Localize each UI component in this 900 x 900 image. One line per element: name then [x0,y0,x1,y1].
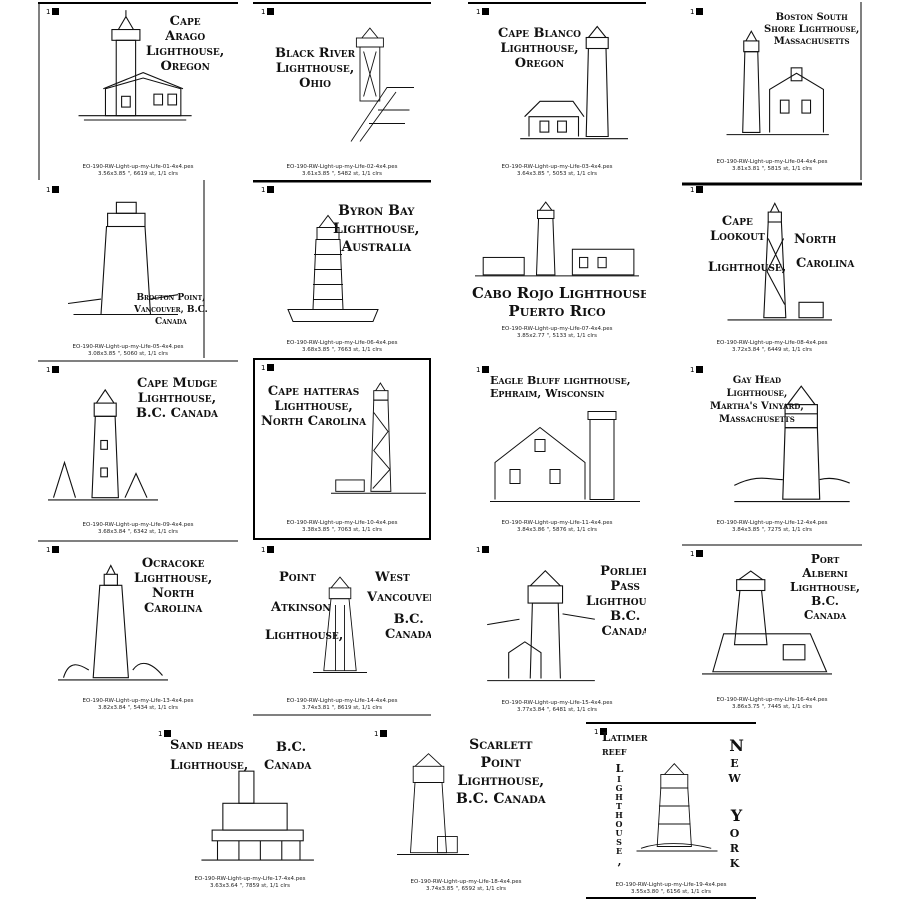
color-marker: 1 [690,186,704,194]
color-marker: 1 [690,366,704,374]
color-marker: 1 [261,364,275,372]
color-marker: 1 [374,730,388,738]
design-tile-05[interactable]: 1 Brocton Point,Vancouver, B.C.Canada EO… [38,180,218,358]
file-name: EO-190-RW-Light-up-my-Life-09-4x4.pes [82,522,194,528]
design-tile-07[interactable]: 1 Cabo Rojo Lighthouse,Puerto Rico EO-19… [468,180,646,358]
file-name: EO-190-RW-Light-up-my-Life-03-4x4.pes [501,164,613,170]
vertical-title: Lighthouse, [613,762,626,867]
design-tile-15[interactable]: 1 PorlierPassLighthouse,B.C.Canada EO-19… [468,540,646,718]
color-marker: 1 [261,546,275,554]
lighthouse-drawing [487,570,595,682]
lighthouse-drawing [726,30,829,136]
design-specs: 3.86x3.75 ", 7445 st, 1/1 clrs [731,704,813,710]
design-specs: 3.82x3.84 ", 5434 st, 1/1 clrs [97,705,179,711]
design-specs: 3.61x3.85 ", 5482 st, 1/1 clrs [301,171,383,177]
lighthouse-drawing [201,770,314,861]
lighthouse-drawing [287,214,379,322]
design-specs: 3.08x3.85 ", 5060 st, 1/1 clrs [87,351,169,357]
lighthouse-drawing [48,388,158,501]
lighthouse-drawing [350,27,414,142]
color-marker: 1 [690,550,704,558]
lighthouse-drawing [58,564,168,681]
lighthouse-drawing [520,25,628,140]
file-name: EO-190-RW-Light-up-my-Life-01-4x4.pes [82,164,194,170]
design-specs: 3.81x3.81 ", 5815 st, 1/1 clrs [731,166,813,172]
lighthouse-drawing [734,385,850,503]
color-marker: 1 [690,8,704,16]
file-name: EO-190-RW-Light-up-my-Life-11-4x4.pes [501,520,613,526]
color-marker: 1 [46,186,60,194]
design-specs: 3.56x3.85 ", 6619 st, 1/1 clrs [97,171,179,177]
design-specs: 3.84x3.85 ", 7275 st, 1/1 clrs [731,527,813,533]
color-marker: 1 [46,8,60,16]
design-specs: 3.64x3.85 ", 5053 st, 1/1 clrs [516,171,598,177]
color-marker: 1 [46,366,60,374]
file-name: EO-190-RW-Light-up-my-Life-02-4x4.pes [286,164,398,170]
color-marker: 1 [476,8,490,16]
design-specs: 3.68x3.84 ", 6342 st, 1/1 clrs [97,529,179,535]
design-tile-17[interactable]: 1 Sand heads B.C. Lighthouse, Canada EO-… [150,724,350,900]
lighthouse-drawing [331,382,426,494]
file-name: EO-190-RW-Light-up-my-Life-12-4x4.pes [716,520,828,526]
file-name: EO-190-RW-Light-up-my-Life-17-4x4.pes [194,876,306,882]
file-name: EO-190-RW-Light-up-my-Life-07-4x4.pes [501,326,613,332]
file-name: EO-190-RW-Light-up-my-Life-16-4x4.pes [716,697,828,703]
color-marker: 1 [261,186,275,194]
design-specs: 3.77x3.84 ", 6481 st, 1/1 clrs [516,707,598,713]
file-name: EO-190-RW-Light-up-my-Life-10-4x4.pes [286,520,398,526]
file-name: EO-190-RW-Light-up-my-Life-04-4x4.pes [716,159,828,165]
color-marker: 1 [476,546,490,554]
lighthouse-drawing [727,202,832,321]
lighthouse-drawing [68,201,178,316]
file-name: EO-190-RW-Light-up-my-Life-06-4x4.pes [286,340,398,346]
design-specs: 3.68x3.85 ", 7663 st, 1/1 clrs [301,347,383,353]
lighthouse-drawing [313,576,367,673]
file-name: EO-190-RW-Light-up-my-Life-13-4x4.pes [82,698,194,704]
design-specs: 3.55x3.80 ", 6156 st, 1/1 clrs [630,889,712,895]
file-name: EO-190-RW-Light-up-my-Life-18-4x4.pes [410,879,522,885]
file-name: EO-190-RW-Light-up-my-Life-14-4x4.pes [286,698,398,704]
lighthouse-drawing [78,10,192,121]
design-specs: 3.74x3.85 ", 6592 st, 1/1 clrs [425,886,507,892]
design-specs: 3.38x3.85 ", 7063 st, 1/1 clrs [301,527,383,533]
file-name: EO-190-RW-Light-up-my-Life-15-4x4.pes [501,700,613,706]
lighthouse-drawing [636,763,718,852]
design-specs: 3.85x2.77 ", 5133 st, 1/1 clrs [516,333,598,339]
file-name: EO-190-RW-Light-up-my-Life-05-4x4.pes [72,344,184,350]
design-tile-14[interactable]: 1 Point West Atkinson Vancouver, Lightho… [253,540,431,718]
file-name: EO-190-RW-Light-up-my-Life-08-4x4.pes [716,340,828,346]
lighthouse-drawing [490,411,640,502]
color-marker: 1 [594,728,608,736]
color-marker: 1 [158,730,172,738]
lighthouse-drawing [475,201,639,277]
color-marker: 1 [476,366,490,374]
design-tile-11[interactable]: 1 Eagle Bluff lighthouse,Ephraim, Wiscon… [468,360,646,538]
color-marker: 1 [46,546,60,554]
lighthouse-drawing [702,570,832,675]
file-name: EO-190-RW-Light-up-my-Life-19-4x4.pes [615,882,727,888]
lighthouse-drawing [397,753,469,855]
color-marker: 1 [261,8,275,16]
design-specs: 3.63x3.64 ", 7859 st, 1/1 clrs [209,883,291,889]
design-specs: 3.84x3.86 ", 5876 st, 1/1 clrs [516,527,598,533]
design-specs: 3.74x3.81 ", 8619 st, 1/1 clrs [301,705,383,711]
design-specs: 3.72x3.84 ", 6449 st, 1/1 clrs [731,347,813,353]
